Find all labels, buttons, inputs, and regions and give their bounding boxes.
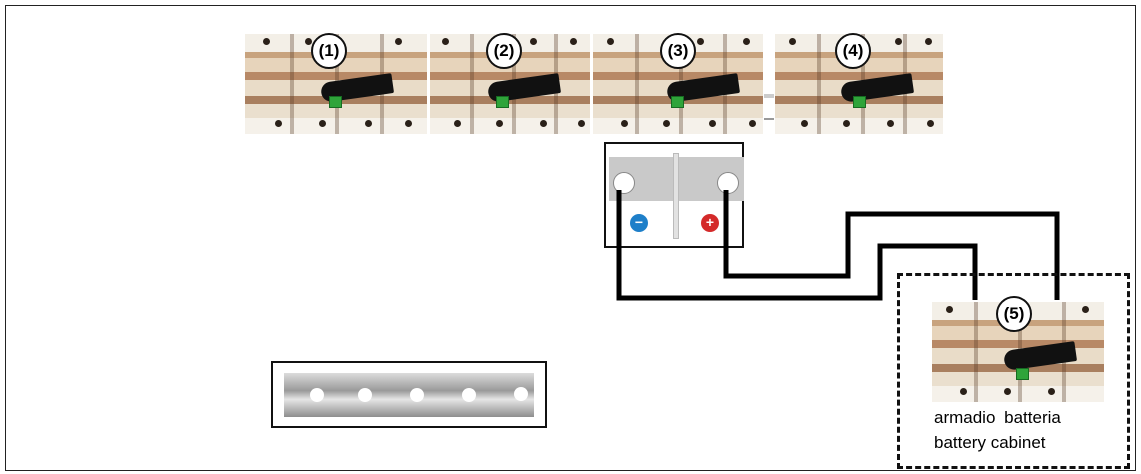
diagram-frame <box>5 5 1136 471</box>
battery-cabinet <box>897 273 1130 469</box>
breaker-label-2: (2) <box>486 33 522 69</box>
positive-wire <box>723 190 1060 300</box>
negative-icon: − <box>630 214 648 232</box>
busbar <box>284 373 534 417</box>
negative-terminal <box>613 172 635 194</box>
battery-separator <box>673 153 679 239</box>
cabinet-label-italian: armadio batteria <box>934 408 1061 427</box>
breaker-label-3: (3) <box>660 33 696 69</box>
breaker-label-5: (5) <box>996 296 1032 332</box>
breaker-label-4: (4) <box>835 33 871 69</box>
cabinet-label-english: battery cabinet <box>934 433 1046 452</box>
breaker-divider <box>764 34 774 134</box>
positive-icon: + <box>701 214 719 232</box>
negative-wire <box>616 190 978 301</box>
breaker-label-1: (1) <box>311 33 347 69</box>
